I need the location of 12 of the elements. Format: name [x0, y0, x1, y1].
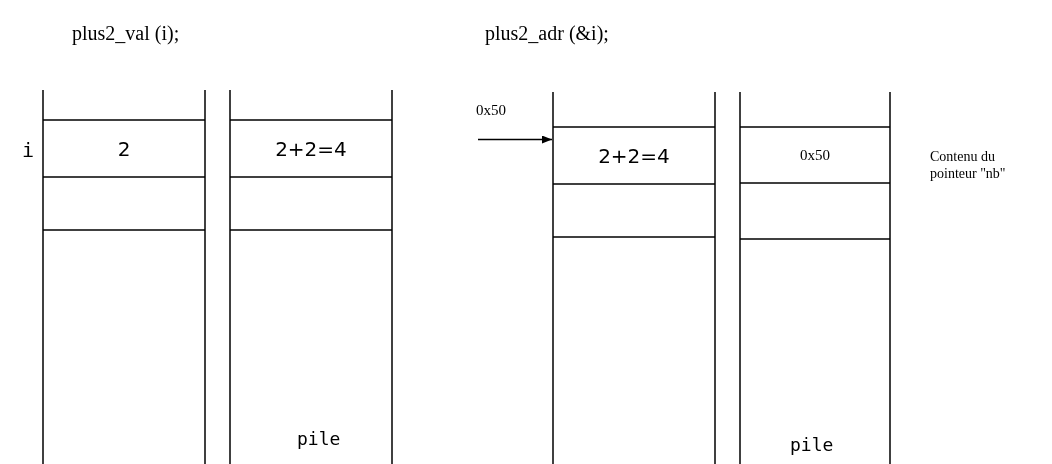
stack-label: pile [790, 434, 834, 455]
memory-cell: 0x50 [742, 129, 888, 181]
stack-label: pile [297, 428, 341, 449]
memory-cell: 2+2=4 [555, 129, 713, 182]
code-line: plus2_adr (&i); [485, 22, 609, 45]
variable-name: i [22, 138, 35, 162]
arrow [477, 135, 553, 144]
memory-cell: 2+2=4 [232, 122, 390, 175]
code-line: plus2_val (i); [72, 22, 180, 45]
address-label: 0x50 [476, 102, 506, 119]
note-text: Contenu du pointeur "nb" [930, 148, 1007, 182]
memory-cell: 2 [45, 122, 203, 175]
